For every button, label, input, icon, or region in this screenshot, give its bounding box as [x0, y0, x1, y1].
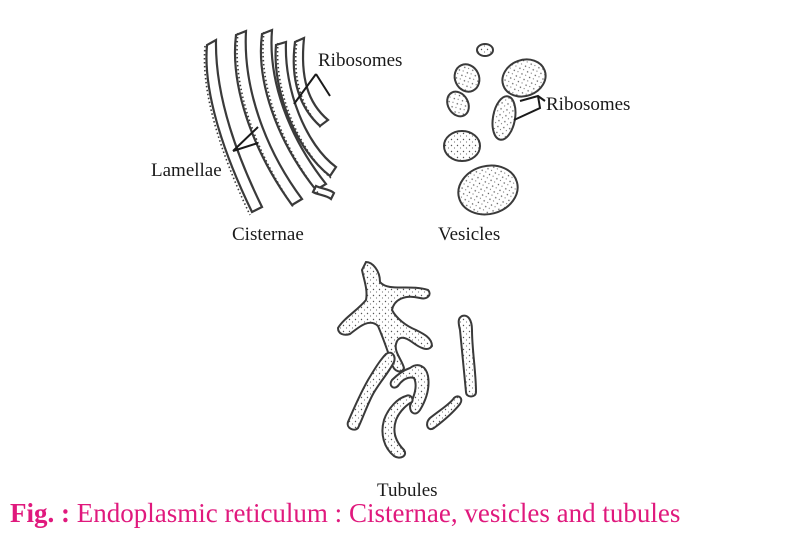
ribosomes-label-vesicles: Ribosomes [546, 94, 630, 115]
ribosomes-leader-vesicles [513, 94, 546, 121]
tubule-lower-right [426, 395, 463, 430]
cisternae-group [203, 28, 338, 216]
tubules-group [336, 260, 478, 459]
ribosomes-label-cisternae: Ribosomes [318, 50, 402, 71]
vesicle-7 [457, 164, 519, 216]
lamellae-label: Lamellae [151, 160, 222, 181]
vesicle-2 [453, 63, 481, 93]
tubule-main-branch [336, 260, 434, 373]
cisterna-fragment [311, 184, 336, 201]
cisternae-label: Cisternae [232, 224, 304, 245]
tubules-label: Tubules [377, 480, 438, 501]
tubule-left [346, 351, 396, 431]
lamellae-leader [232, 126, 259, 152]
vesicle-6 [443, 130, 481, 162]
caption-text: Endoplasmic reticulum : Cisternae, vesic… [76, 498, 681, 528]
ribosomes-leader-cisternae [293, 73, 331, 105]
tubule-hook [381, 394, 414, 459]
figure-caption: Fig. : Endoplasmic reticulum : Cisternae… [10, 498, 789, 529]
cisterna-4 [274, 40, 338, 178]
vesicle-1 [476, 43, 494, 57]
vesicle-4 [446, 90, 470, 118]
cisterna-3 [259, 28, 328, 192]
cisterna-2 [234, 29, 304, 207]
vesicle-3 [501, 58, 547, 98]
cisterna-5 [292, 36, 330, 128]
vesicles-group [443, 43, 547, 216]
tubule-right [457, 314, 478, 398]
cisterna-1 [205, 38, 264, 214]
caption-prefix: Fig. : [10, 498, 70, 528]
vesicle-5 [491, 95, 517, 141]
vesicles-label: Vesicles [438, 224, 500, 245]
tubule-middle [389, 364, 430, 415]
